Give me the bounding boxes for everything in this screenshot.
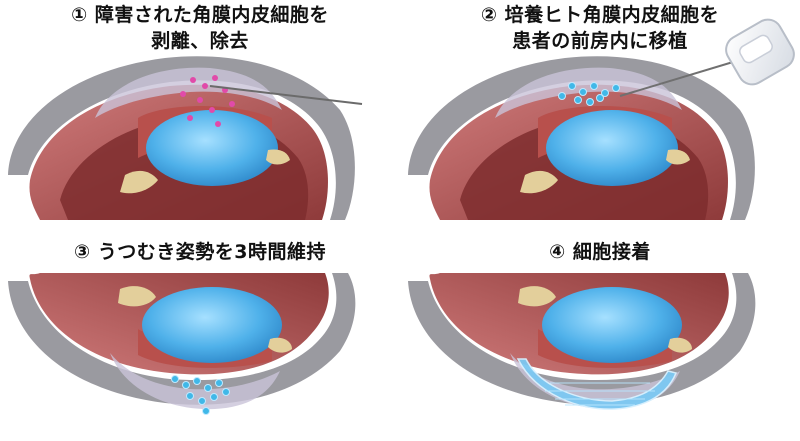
eye-cross-section-step-4 [408, 273, 756, 410]
caption-step-4: ④ 細胞接着 [400, 239, 800, 265]
cultured-cells [171, 375, 230, 415]
panel-step-4: ④ 細胞接着 [400, 221, 800, 441]
ciliary-body [118, 286, 292, 353]
ciliary-body [120, 149, 290, 194]
cornea-dome [95, 67, 282, 118]
lens [546, 110, 678, 186]
caption-line: 剥離、除去 [151, 30, 249, 52]
caption-line: ③ うつむき姿勢を3時間維持 [74, 241, 326, 263]
ciliary-body [520, 149, 690, 194]
caption-step-3: ③ うつむき姿勢を3時間維持 [0, 239, 400, 265]
caption-step-1: ① 障害された角膜内皮細胞を 剥離、除去 [0, 2, 400, 54]
lens [142, 287, 282, 363]
lens [542, 287, 682, 363]
caption-line: ④ 細胞接着 [549, 241, 651, 263]
cultured-cells [558, 82, 620, 106]
caption-line: ① 障害された角膜内皮細胞を [71, 4, 329, 26]
needle [209, 85, 363, 105]
cornea-dome [510, 353, 680, 410]
panel-step-3: ③ うつむき姿勢を3時間維持 [0, 221, 400, 441]
eye-cross-section-step-1 [8, 56, 363, 220]
cornea-dome [110, 353, 280, 410]
caption-line: ② 培養ヒト角膜内皮細胞を [480, 4, 720, 26]
caption-line: 患者の前房内に移植 [512, 30, 688, 52]
damaged-endothelial-cells [180, 75, 235, 127]
eye-cross-section-step-3 [8, 273, 356, 415]
cornea-dome [495, 67, 682, 118]
adhered-endothelial-layer [516, 358, 678, 410]
panel-step-1: ① 障害された角膜内皮細胞を 剥離、除去 [0, 0, 400, 220]
lens [146, 110, 278, 186]
syringe [619, 18, 795, 97]
panel-step-2: ② 培養ヒト角膜内皮細胞を 患者の前房内に移植 [400, 0, 800, 220]
ciliary-body [518, 286, 692, 353]
eye-cross-section-step-2 [408, 18, 795, 220]
caption-step-2: ② 培養ヒト角膜内皮細胞を 患者の前房内に移植 [400, 2, 800, 54]
